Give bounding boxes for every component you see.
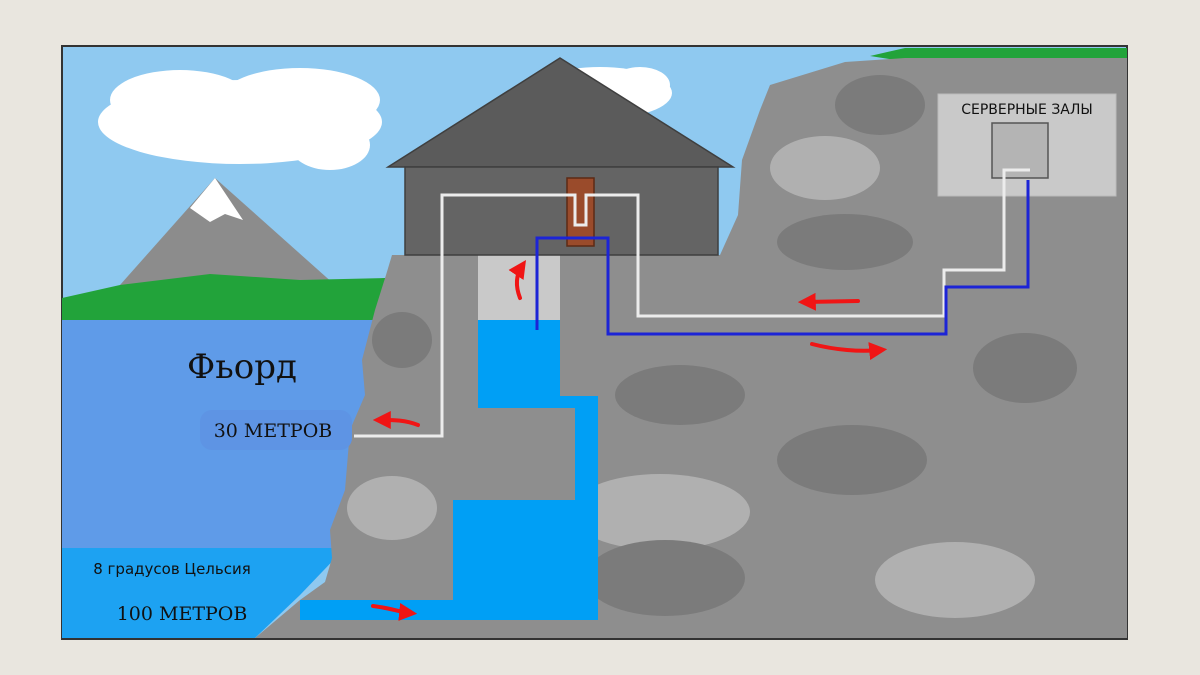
cloud-icon — [98, 68, 382, 170]
fjord-label: Фьорд — [187, 347, 297, 387]
rock-texture — [347, 75, 1077, 618]
rock-mass — [255, 58, 1127, 638]
warm-return-pipe — [354, 168, 1030, 438]
distant-shore — [62, 274, 385, 320]
fjord-water-lower — [62, 548, 345, 638]
depth-30-label: 30 МЕТРОВ — [214, 420, 333, 442]
datacenter-building — [385, 57, 736, 256]
temperature-label: 8 градусов Цельсия — [93, 560, 251, 578]
depth-100-label: 100 МЕТРОВ — [117, 603, 248, 625]
cold-supply-pipe — [535, 180, 1030, 336]
flow-arrow-icon — [371, 260, 888, 621]
server-halls-label: СЕРВЕРНЫЕ ЗАЛЫ — [961, 102, 1093, 118]
depth-30-badge — [200, 410, 352, 450]
intake-shaft-water — [300, 320, 598, 620]
mountain-icon — [120, 178, 335, 285]
heat-exchanger — [566, 177, 595, 247]
